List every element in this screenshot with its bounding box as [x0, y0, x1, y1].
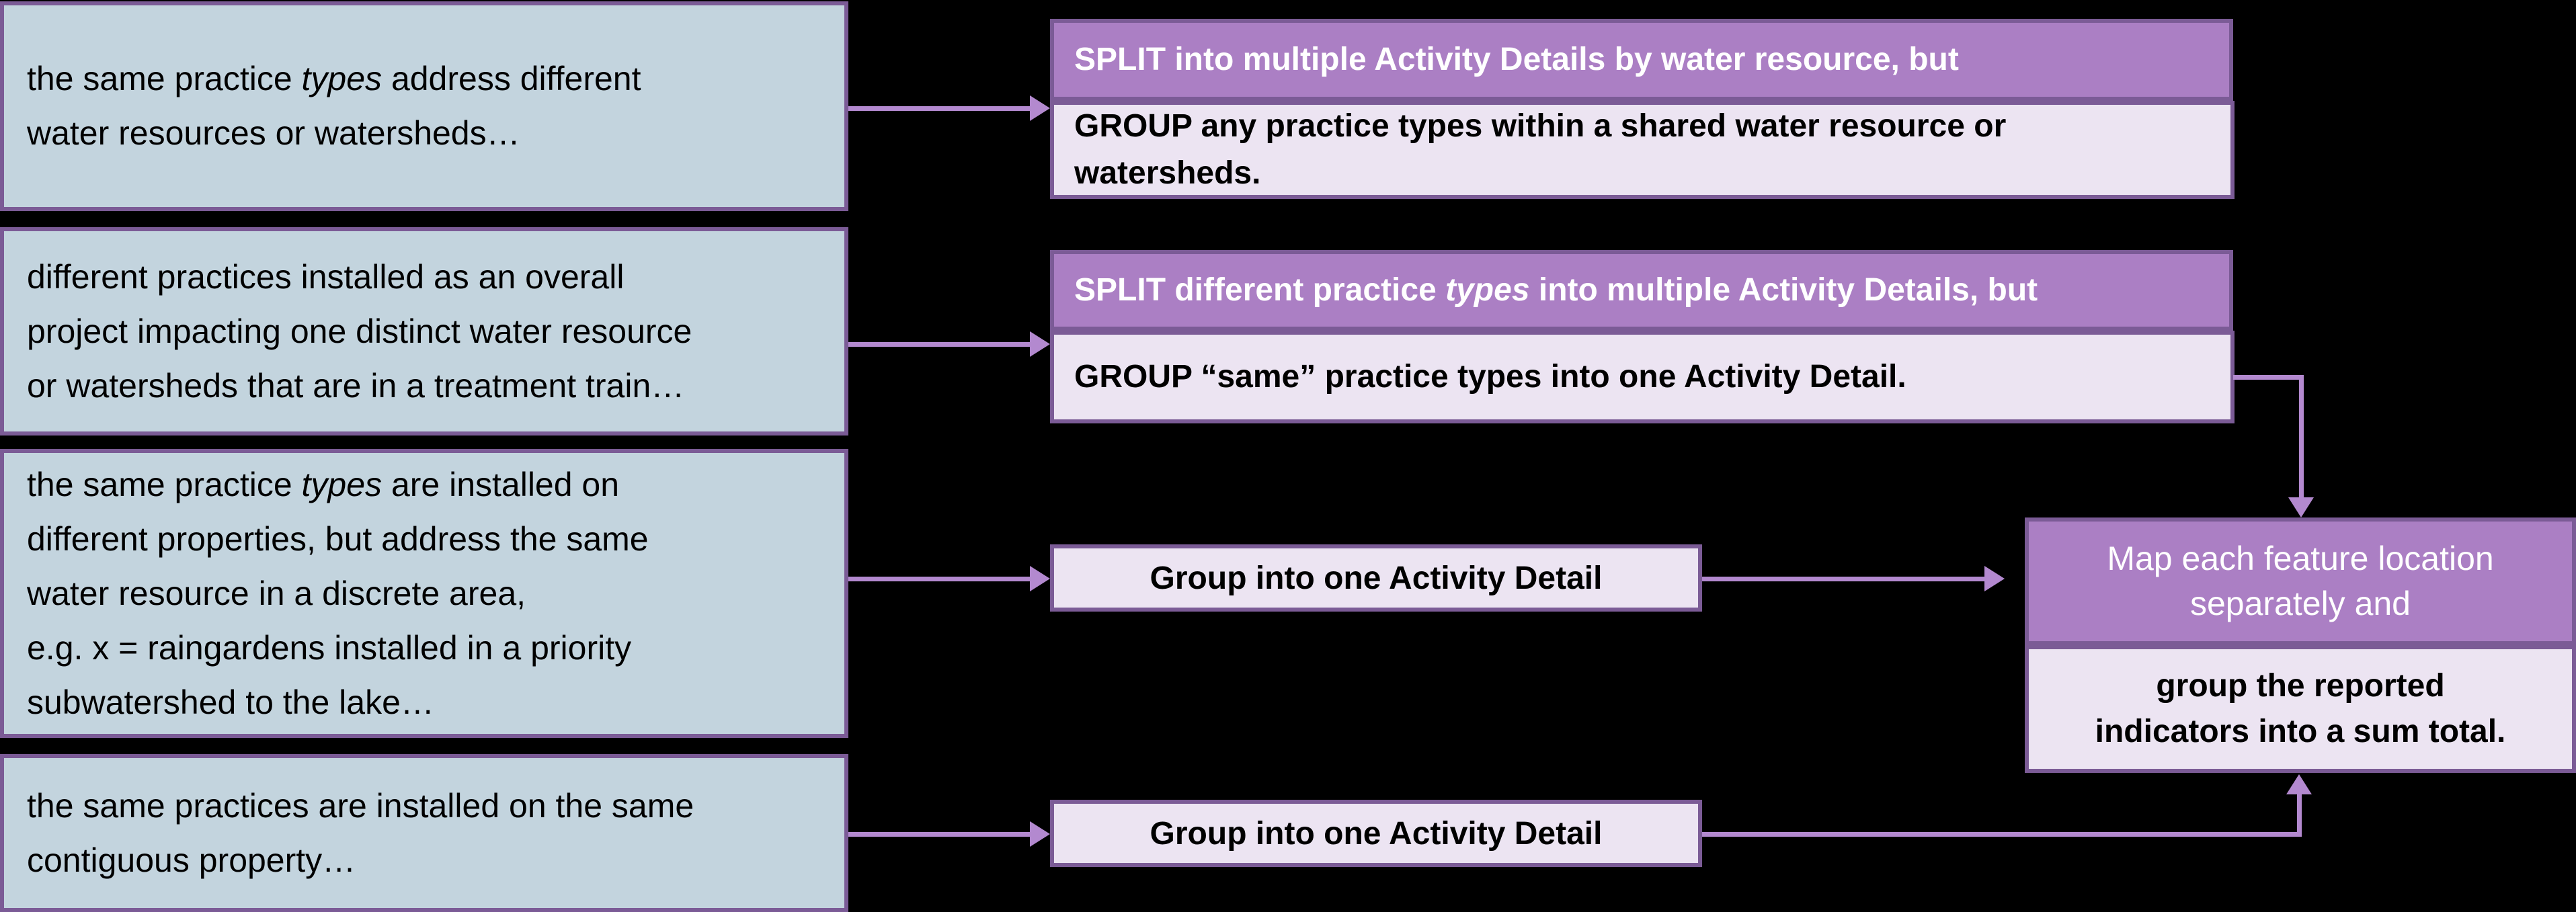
- arrow-head: [1030, 331, 1050, 357]
- action-1-split-band: SPLIT into multiple Activity Details by …: [1050, 19, 2233, 101]
- condition-box-3-line-4: e.g. x = raingardens installed in a prio…: [27, 628, 632, 667]
- arrow-line: [848, 106, 1031, 111]
- emphasis-types: types: [1445, 272, 1530, 308]
- outcome-map-top-band: Map each feature location separately and: [2025, 517, 2576, 645]
- condition-box-2-line-3: or watersheds that are in a treatment tr…: [27, 366, 685, 405]
- condition-box-4-line-1: the same practices are installed on the …: [27, 786, 694, 825]
- condition-box-3-line-5: subwatershed to the lake…: [27, 683, 434, 721]
- action-2-group-band: GROUP “same” practice types into one Act…: [1050, 331, 2235, 423]
- arrow-head: [1030, 821, 1050, 847]
- action-3-box: Group into one Activity Detail: [1050, 544, 1702, 612]
- action-2-split-label: SPLIT different practice types into mult…: [1074, 272, 2038, 308]
- condition-box-2: different practices installed as an over…: [0, 227, 848, 436]
- arrow-head: [1030, 566, 1050, 591]
- action-1-split-label: SPLIT into multiple Activity Details by …: [1074, 42, 1959, 77]
- outcome-map-bottom-label: group the reported indicators into a sum…: [2095, 667, 2506, 749]
- action-3-label: Group into one Activity Detail: [1150, 560, 1603, 596]
- condition-box-4-line-2: contiguous property…: [27, 841, 356, 879]
- arrow-line-vertical: [2297, 794, 2302, 835]
- condition-box-1: the same practice types address differen…: [0, 1, 848, 211]
- condition-box-2-line-1: different practices installed as an over…: [27, 257, 625, 296]
- action-4-label: Group into one Activity Detail: [1150, 815, 1603, 852]
- condition-box-2-line-2: project impacting one distinct water res…: [27, 312, 692, 350]
- arrow-head: [2288, 497, 2314, 517]
- action-2-group-label: GROUP “same” practice types into one Act…: [1074, 359, 1906, 395]
- arrow-line: [848, 832, 1031, 837]
- action-2-split-band: SPLIT different practice types into mult…: [1050, 250, 2233, 331]
- arrow-line-vertical: [2299, 375, 2304, 500]
- emphasis-types: types: [301, 465, 383, 503]
- action-1-group-band: GROUP any practice types within a shared…: [1050, 101, 2235, 199]
- arrow-line: [848, 577, 1031, 581]
- action-4-box: Group into one Activity Detail: [1050, 800, 1702, 867]
- arrow-line-horizontal-2: [1898, 832, 2302, 837]
- condition-box-3-line-3: water resource in a discrete area,: [27, 574, 526, 612]
- arrow-line-horizontal: [1702, 832, 1898, 837]
- condition-box-4: the same practices are installed on the …: [0, 754, 848, 912]
- arrow-line: [848, 342, 1031, 347]
- condition-box-3-line-1: the same practice types are installed on: [27, 465, 620, 503]
- arrow-head: [2286, 774, 2312, 794]
- condition-box-1-line-1: the same practice types address differen…: [27, 60, 641, 97]
- arrow-head: [1984, 566, 2005, 591]
- arrow-line: [1702, 577, 1986, 581]
- condition-box-3: the same practice types are installed on…: [0, 449, 848, 738]
- outcome-map-top-label: Map each feature location separately and: [2107, 539, 2494, 623]
- outcome-map-bottom-band: group the reported indicators into a sum…: [2025, 645, 2576, 773]
- action-1-group-label: GROUP any practice types within a shared…: [1074, 108, 2007, 191]
- condition-box-3-line-2: different properties, but address the sa…: [27, 520, 649, 558]
- arrow-line-horizontal: [2233, 375, 2304, 380]
- condition-box-1-line-2: water resources or watersheds…: [27, 114, 520, 152]
- arrow-head: [1030, 95, 1050, 121]
- emphasis-types: types: [301, 60, 383, 97]
